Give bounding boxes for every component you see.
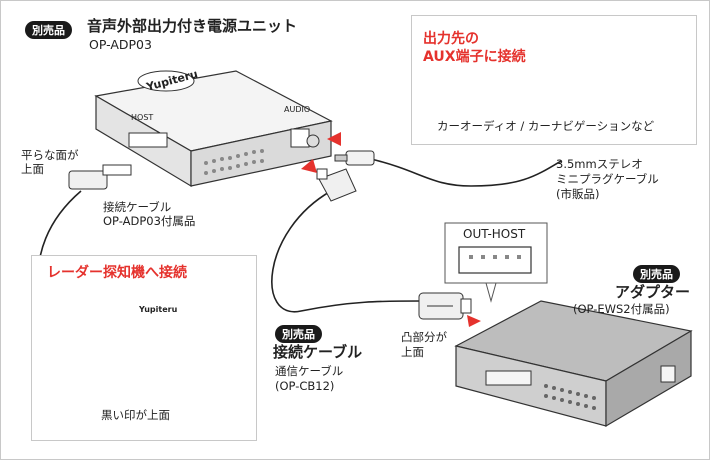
aux-caption: カーオーディオ / カーナビゲーションなど <box>437 119 655 133</box>
comm-cable-title: 接続ケーブル <box>273 343 363 361</box>
direction-arrows <box>301 132 481 327</box>
stereo-mini-plug <box>334 150 375 166</box>
power-unit-device <box>94 70 333 188</box>
adapter-optional-badge: 別売品 <box>633 265 680 283</box>
adapter-note: (OP-EWS2付属品) <box>573 302 670 316</box>
stereo-cable-line2: ミニプラグケーブル <box>556 172 659 186</box>
unit-port-audio: AUDIO <box>284 105 311 114</box>
convex-line1: 凸部分が <box>401 330 447 344</box>
flat-side-line1: 平らな面が <box>21 148 79 162</box>
cable-label-line2: OP-ADP03付属品 <box>103 214 196 228</box>
aux-output-box <box>411 15 697 145</box>
adapter-device <box>454 300 693 428</box>
radar-detector-box <box>31 255 257 441</box>
radar-box-title: レーダー探知機へ接続 <box>47 265 187 281</box>
black-mark-note: 黒い印が上面 <box>101 408 170 422</box>
comm-cable-plug-unit <box>316 168 357 202</box>
unit-model: OP-ADP03 <box>89 37 152 52</box>
comm-cable-line2: (OP-CB12) <box>275 379 335 393</box>
flat-side-line2: 上面 <box>21 162 44 176</box>
flat-connector-plug <box>68 164 132 190</box>
unit-title: 音声外部出力付き電源ユニット <box>87 17 298 35</box>
adapter-title: アダプター <box>615 283 691 301</box>
out-host-label: OUT-HOST <box>463 227 526 241</box>
convex-line2: 上面 <box>401 345 424 359</box>
out-host-callout <box>444 222 548 303</box>
cable-label-line1: 接続ケーブル <box>103 200 172 214</box>
comm-cable-line1: 通信ケーブル <box>275 364 344 378</box>
aux-title-line1: 出力先の <box>423 31 479 47</box>
aux-title-line2: AUX端子に接続 <box>423 49 526 65</box>
stereo-cable-line3: (市販品) <box>556 187 600 201</box>
comm-cable-optional-badge: 別売品 <box>275 325 322 343</box>
comm-cable-plug-adapter <box>418 292 472 320</box>
stereo-cable-line1: 3.5mmステレオ <box>556 157 643 171</box>
unit-port-host: HOST <box>131 113 154 122</box>
stereo-cable-line <box>370 158 562 187</box>
radar-brand-logo: Yupiteru <box>139 305 178 314</box>
comm-cable-line <box>271 190 422 313</box>
unit-optional-badge: 別売品 <box>25 21 72 39</box>
